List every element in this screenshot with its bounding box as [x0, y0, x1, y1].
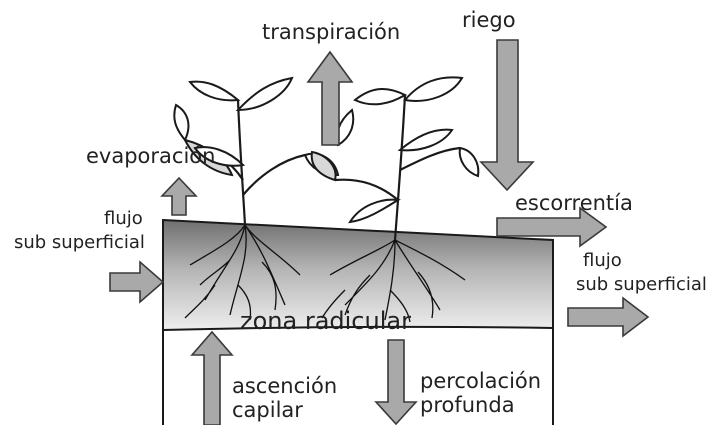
capillary-rise-arrow	[190, 330, 234, 425]
label-flujo-left-1: flujo	[104, 208, 143, 229]
runoff-arrow	[496, 206, 608, 248]
label-zona-radicular: zona radicular	[240, 307, 411, 335]
label-flujo-left-2: sub superficial	[14, 232, 145, 253]
label-percolacion-2: profunda	[420, 393, 515, 417]
evaporation-arrow	[160, 176, 198, 216]
label-percolacion-1: percolación	[420, 369, 541, 393]
roots	[184, 224, 466, 323]
subsurface-flow-out-arrow	[567, 296, 650, 338]
label-ascencion-1: ascención	[232, 374, 337, 398]
deep-percolation-arrow	[374, 339, 418, 425]
plant-right	[310, 76, 480, 241]
label-escorrentia: escorrentía	[515, 191, 633, 215]
label-riego: riego	[462, 8, 516, 32]
transpiration-arrow	[306, 50, 354, 146]
label-flujo-right-1: flujo	[583, 250, 622, 271]
label-evaporacion: evaporación	[86, 144, 215, 168]
root-zone-block	[162, 218, 554, 425]
label-ascencion-2: capilar	[232, 398, 303, 422]
label-transpiracion: transpiración	[262, 20, 400, 44]
irrigation-arrow	[479, 39, 535, 192]
label-flujo-right-2: sub superficial	[576, 274, 707, 295]
subsurface-flow-in-arrow	[109, 260, 165, 304]
